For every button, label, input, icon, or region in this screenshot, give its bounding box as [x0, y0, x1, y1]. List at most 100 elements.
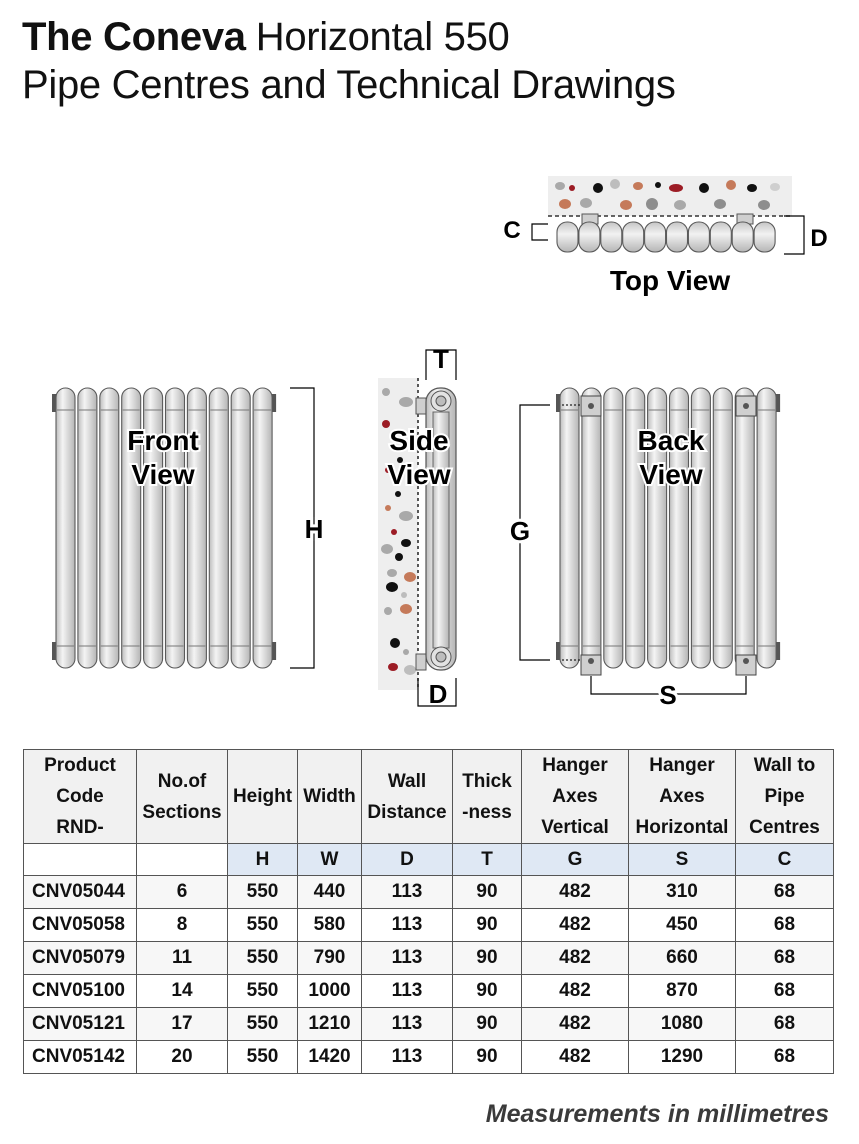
dimension-symbol: D — [361, 843, 453, 876]
dimension-symbol: T — [452, 843, 522, 876]
table-cell: 90 — [452, 908, 522, 942]
dim-s-label: S — [659, 680, 676, 710]
table-cell: 550 — [227, 908, 298, 942]
side-wall — [378, 378, 418, 690]
radiator-section — [709, 221, 732, 253]
front-view-label-line1: Front — [127, 425, 199, 456]
table-cell: 550 — [227, 1007, 298, 1041]
radiator-column — [143, 387, 164, 669]
side-wall-stones — [381, 388, 416, 675]
back-view-hangers — [562, 395, 757, 676]
top-view-sections — [556, 221, 776, 253]
table-cell: 113 — [361, 875, 453, 909]
dim-d-top-label: D — [810, 225, 827, 252]
product-code-cell: CNV05058 — [23, 908, 137, 942]
column-header-line: Code — [56, 786, 104, 807]
radiator-column — [734, 387, 755, 669]
table-cell: 482 — [521, 941, 629, 975]
table-cell: 870 — [628, 974, 736, 1008]
radiator-section — [556, 221, 579, 253]
table-cell: 1420 — [297, 1040, 362, 1074]
brand-name: The Coneva — [22, 15, 246, 59]
page-subtitle: Pipe Centres and Technical Drawings — [22, 63, 676, 107]
table-cell: 17 — [136, 1007, 228, 1041]
table-cell: 310 — [628, 875, 736, 909]
dimension-symbol — [23, 843, 137, 876]
front-view-label-line2: View — [131, 459, 195, 490]
back-view-drawing: Back View G S — [507, 387, 781, 713]
radiator-section — [687, 221, 710, 253]
radiator-column — [121, 387, 142, 669]
radiator-section — [731, 221, 754, 253]
column-header-line: No.of — [157, 770, 207, 792]
side-view-drawing: T D Side View — [378, 344, 457, 709]
top-view-label: Top View — [610, 265, 731, 296]
table-cell: 113 — [361, 941, 453, 975]
dim-t-label: T — [433, 344, 449, 374]
column-header-line: Hanger — [649, 755, 715, 776]
dim-d-side-label: D — [429, 679, 448, 709]
back-view-label-line2: View — [639, 459, 703, 490]
column-header-line: Sections — [142, 801, 222, 823]
front-view-columns — [52, 387, 277, 669]
table-cell: 440 — [297, 875, 362, 909]
radiator-section — [665, 221, 689, 253]
radiator-section — [600, 221, 623, 253]
column-header-line: Width — [303, 786, 356, 807]
column-header: Height — [227, 749, 298, 844]
table-cell: 14 — [136, 974, 228, 1008]
back-view-label-line1: Back — [638, 425, 705, 456]
side-view-label-line2: View — [387, 459, 451, 490]
product-code-cell: CNV05121 — [23, 1007, 137, 1041]
column-header-line: Axes — [659, 786, 705, 807]
column-header-line: Axes — [552, 786, 598, 807]
product-code-cell: CNV05100 — [23, 974, 137, 1008]
dim-g-label: G — [510, 516, 530, 546]
dim-h-label: H — [305, 514, 324, 544]
table-cell: 482 — [521, 1040, 629, 1074]
table-cell: 6 — [136, 875, 228, 909]
front-view-drawing: Front View H — [52, 387, 326, 669]
table-cell: 1000 — [297, 974, 362, 1008]
radiator-column — [252, 387, 273, 669]
product-code-cell: CNV05079 — [23, 941, 137, 975]
table-cell: 90 — [452, 974, 522, 1008]
model-name: Horizontal 550 — [255, 15, 510, 59]
radiator-column — [55, 387, 76, 669]
dim-c-label: C — [503, 217, 520, 244]
dimension-symbol: S — [628, 843, 736, 876]
table-cell: 68 — [735, 941, 834, 975]
column-header-line: RND- — [56, 817, 104, 838]
table-cell: 11 — [136, 941, 228, 975]
dimension-symbol: W — [297, 843, 362, 876]
radiator-column — [230, 387, 251, 669]
table-cell: 68 — [735, 974, 834, 1008]
column-header-line: Horizontal — [635, 817, 729, 838]
column-header-line: Vertical — [541, 817, 609, 838]
column-header-line: Pipe — [764, 786, 805, 807]
table-cell: 660 — [628, 941, 736, 975]
table-cell: 68 — [735, 908, 834, 942]
column-header-line: Centres — [749, 817, 820, 838]
technical-drawings: C D Top View Front View H — [52, 176, 828, 713]
table-cell: 90 — [452, 1040, 522, 1074]
table-cell: 68 — [735, 1007, 834, 1041]
product-code-cell: CNV05044 — [23, 875, 137, 909]
table-cell: 482 — [521, 875, 629, 909]
table-cell: 68 — [735, 875, 834, 909]
table-cell: 550 — [227, 1040, 298, 1074]
table-cell: 113 — [361, 1040, 453, 1074]
radiator-column — [164, 387, 186, 669]
table-cell: 113 — [361, 1007, 453, 1041]
column-header: Thick-ness — [452, 749, 522, 844]
